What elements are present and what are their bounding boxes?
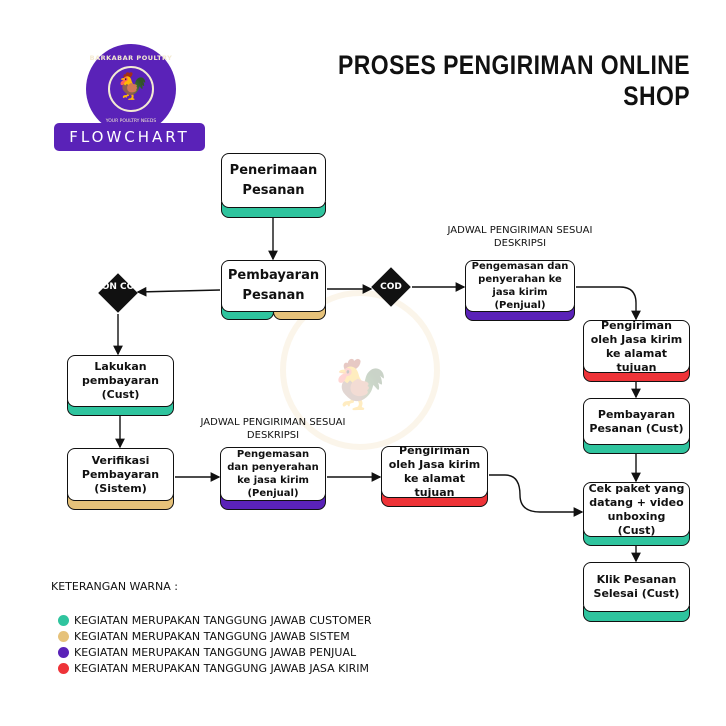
legend-item-sistem: KEGIATAN MERUPAKAN TANGGUNG JAWAB SISTEM: [58, 630, 350, 643]
legend-item-penjual: KEGIATAN MERUPAKAN TANGGUNG JAWAB PENJUA…: [58, 646, 356, 659]
arrow: [576, 286, 641, 321]
yellow-dot-icon: [58, 631, 69, 642]
node-pembayaran-cust: Pembayaran Pesanan (Cust): [583, 398, 690, 445]
node-klik-selesai: Klik Pesanan Selesai (Cust): [583, 562, 690, 612]
node-lakukan-pembayaran: Lakukan pembayaran (Cust): [67, 355, 174, 407]
rooster-icon: 🐓: [116, 72, 149, 102]
brand-logo: BARKABAR POULTRY 🐓 YOUR POULTRY NEEDS: [86, 44, 176, 134]
node-pengiriman-noncod: Pengiriman oleh Jasa kirim ke alamat tuj…: [381, 444, 488, 499]
arrow: [489, 474, 584, 517]
node-pengemasan-cod: Pengemasan dan penyerahan ke jasa kirim …: [465, 260, 575, 312]
legend-title: KETERANGAN WARNA :: [51, 580, 178, 593]
node-penerimaan-pesanan: Penerimaan Pesanan: [221, 153, 326, 208]
teal-dot-icon: [58, 615, 69, 626]
legend-item-jasa-kirim: KEGIATAN MERUPAKAN TANGGUNG JAWAB JASA K…: [58, 662, 369, 675]
schedule-label: JADWAL PENGIRIMAN SESUAI DESKRIPSI: [200, 417, 346, 441]
purple-dot-icon: [58, 647, 69, 658]
node-pengiriman-cod: Pengiriman oleh Jasa kirim ke alamat tuj…: [583, 319, 690, 374]
schedule-label: JADWAL PENGIRIMAN SESUAI DESKRIPSI: [447, 225, 593, 249]
flowchart-badge: FLOWCHART: [54, 123, 205, 151]
node-pembayaran-pesanan: Pembayaran Pesanan: [221, 260, 326, 312]
watermark-logo: 🐓: [280, 290, 440, 450]
red-dot-icon: [58, 663, 69, 674]
node-pengemasan-noncod: Pengemasan dan penyerahan ke jasa kirim …: [220, 447, 326, 501]
arrow: [136, 286, 221, 297]
node-verifikasi: Verifikasi Pembayaran (Sistem): [67, 448, 174, 501]
node-cek-paket: Cek paket yang datang + video unboxing (…: [583, 482, 690, 537]
logo-ring: [108, 66, 154, 112]
legend-item-customer: KEGIATAN MERUPAKAN TANGGUNG JAWAB CUSTOM…: [58, 614, 372, 627]
